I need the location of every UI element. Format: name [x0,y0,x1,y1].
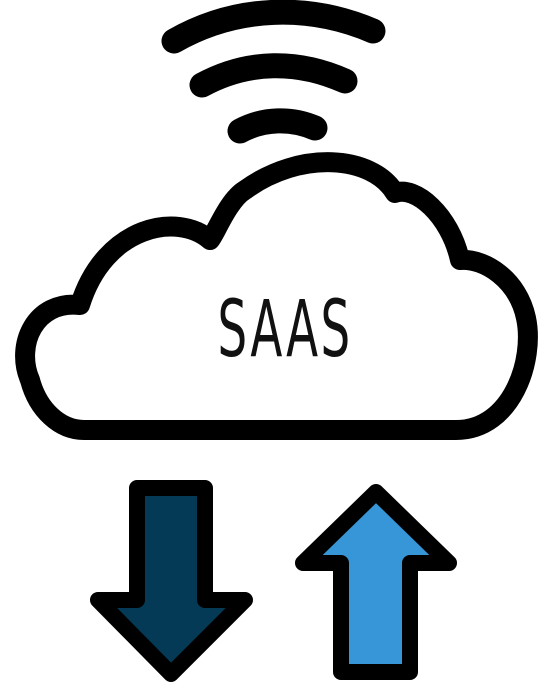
arrow-up-shape [295,484,457,680]
wifi-arc-outer [161,0,386,54]
arrow-down-shape [90,480,253,682]
cloud-icon: SAAS [15,152,538,440]
wifi-arc-middle [189,53,358,98]
cloud-label: SAAS [218,285,353,375]
wifi-signal-icon [161,0,386,144]
arrow-down-icon [90,480,253,682]
wifi-arc-inner [227,108,328,144]
arrow-up-icon [295,484,457,680]
cloud-shape [15,152,538,440]
